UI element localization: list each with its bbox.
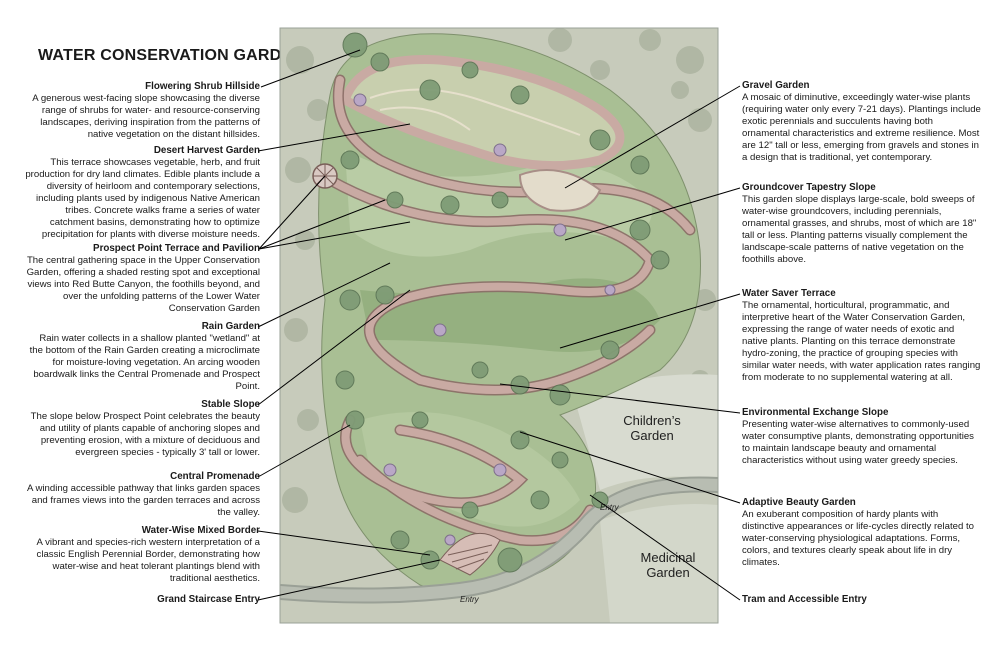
note-title: Gravel Garden (742, 80, 810, 91)
note-groundcover-tapestry-slope: Groundcover Tapestry Slope This garden s… (742, 182, 982, 266)
note-text: An exuberant composition of hardy plants… (742, 509, 974, 568)
leader-lines (257, 49, 741, 601)
note-central-promenade: Central Promenade A winding accessible p… (24, 471, 260, 519)
note-title: Adaptive Beauty Garden (742, 497, 856, 508)
note-title: Stable Slope (201, 399, 260, 410)
note-rain-garden: Rain Garden Rain water collects in a sha… (24, 321, 260, 393)
note-title: Prospect Point Terrace and Pavilion (93, 243, 260, 254)
note-text: The central gathering space in the Upper… (26, 255, 260, 314)
note-text: A vibrant and species-rich western inter… (36, 537, 260, 584)
medicinal-garden-label: Medicinal (641, 550, 696, 565)
note-gravel-garden: Gravel Garden A mosaic of diminutive, ex… (742, 80, 982, 164)
flowering-trees (353, 93, 616, 546)
note-water-saver-terrace: Water Saver Terrace The ornamental, hort… (742, 288, 982, 384)
note-text: Presenting water-wise alternatives to co… (742, 419, 974, 466)
note-tram-accessible-entry: Tram and Accessible Entry (742, 594, 982, 606)
entry-tram-label: Entry (600, 503, 620, 512)
note-flowering-shrub-hillside: Flowering Shrub Hillside A generous west… (24, 81, 260, 141)
note-text: This terrace showcases vegetable, herb, … (25, 157, 260, 240)
note-title: Groundcover Tapestry Slope (742, 182, 876, 193)
entry-bottom-label: Entry (460, 595, 480, 604)
note-title: Environmental Exchange Slope (742, 407, 889, 418)
note-text: This garden slope displays large-scale, … (742, 194, 977, 265)
note-title: Central Promenade (170, 471, 260, 482)
note-text: A winding accessible pathway that links … (26, 483, 260, 518)
note-title: Grand Staircase Entry (157, 594, 260, 605)
note-title: Desert Harvest Garden (153, 145, 260, 156)
childrens-garden-label: Children’s (623, 413, 681, 428)
note-adaptive-beauty-garden: Adaptive Beauty Garden An exuberant comp… (742, 497, 982, 569)
note-grand-staircase-entry: Grand Staircase Entry (24, 594, 260, 606)
note-desert-harvest-garden: Desert Harvest Garden This terrace showc… (24, 145, 260, 241)
note-stable-slope: Stable Slope The slope below Prospect Po… (24, 399, 260, 459)
trees (335, 32, 670, 573)
childrens-garden-label-2: Garden (630, 428, 673, 443)
note-environmental-exchange-slope: Environmental Exchange Slope Presenting … (742, 407, 982, 467)
note-text: The slope below Prospect Point celebrate… (30, 411, 260, 458)
note-title: Flowering Shrub Hillside (145, 81, 260, 92)
note-text: The ornamental, horticultural, programma… (742, 300, 981, 383)
note-text: A mosaic of diminutive, exceedingly wate… (742, 92, 981, 163)
note-water-wise-mixed-border: Water-Wise Mixed Border A vibrant and sp… (24, 525, 260, 585)
note-title: Rain Garden (201, 321, 260, 332)
page-title: WATER CONSERVATION GARDEN (38, 47, 305, 64)
note-text: A generous west-facing slope showcasing … (32, 93, 260, 140)
note-title: Water Saver Terrace (742, 288, 836, 299)
note-title: Water-Wise Mixed Border (141, 525, 260, 536)
medicinal-garden-label-2: Garden (646, 565, 689, 580)
note-title: Tram and Accessible Entry (742, 594, 867, 605)
note-prospect-point: Prospect Point Terrace and Pavilion The … (24, 243, 260, 315)
note-text: Rain water collects in a shallow planted… (29, 333, 260, 392)
grand-staircase (439, 532, 501, 576)
